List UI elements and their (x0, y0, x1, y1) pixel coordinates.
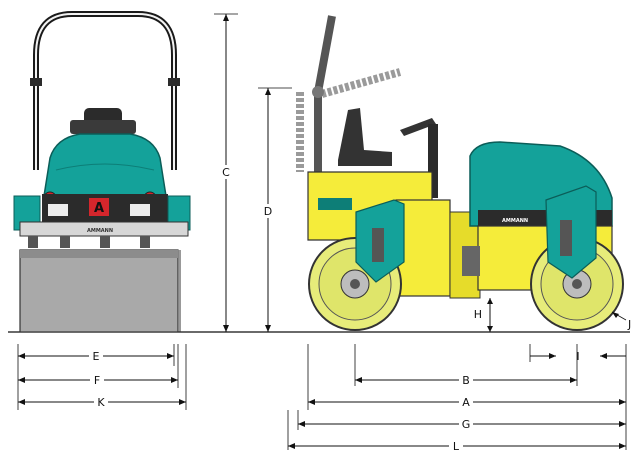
front-hood (43, 133, 167, 197)
logo-letter: A (94, 201, 104, 216)
dim-label-i: I (576, 350, 579, 363)
operator-seat (338, 108, 392, 166)
side-decal: AMMANN (502, 218, 528, 224)
front-drum (19, 249, 179, 333)
dim-label-b: B (462, 374, 470, 387)
front-logo (89, 198, 109, 216)
dim-label-c: C (222, 166, 230, 179)
dim-label-d: D (264, 205, 272, 218)
dim-label-a: A (462, 396, 470, 409)
dimension-lines: C D H J E F (17, 13, 631, 453)
dim-label-j: J (627, 318, 631, 331)
dim-label-e: E (93, 350, 100, 363)
dim-label-h: H (474, 308, 482, 321)
rops-folded (320, 68, 402, 98)
side-view: AMMANN (296, 15, 624, 331)
dim-label-g: G (462, 418, 471, 431)
front-view: A AMMANN (13, 11, 191, 333)
dim-label-l: L (453, 440, 460, 453)
dim-label-f: F (94, 374, 100, 387)
front-decal: AMMANN (87, 228, 113, 234)
dim-label-k: K (97, 396, 105, 409)
